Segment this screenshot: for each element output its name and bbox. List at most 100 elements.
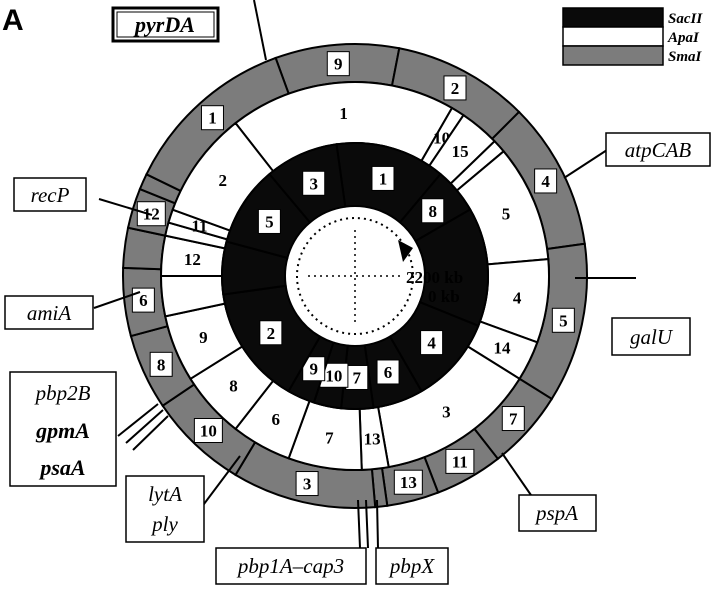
gene-label-ply: ply <box>150 512 178 536</box>
apaI-segment-label-13: 13 <box>364 430 381 449</box>
gene-tick-atpCAB <box>563 149 608 179</box>
sacII-label-box-6 <box>376 359 400 385</box>
legend: SacII ApaI SmaI <box>562 7 703 66</box>
gene-label-pyrDA: pyrDA <box>133 12 195 37</box>
gene-tick-pyrDA <box>253 0 267 61</box>
smaI-label-box-8 <box>149 351 173 377</box>
sacII-segment-label-6: 6 <box>384 363 393 382</box>
gene-label-gpmA: gpmA <box>35 418 90 443</box>
gene-label-recP: recP <box>31 183 70 207</box>
gene-box-pspA <box>518 494 597 532</box>
apaI-segment-label-15: 15 <box>452 142 469 161</box>
gene-tick-recP <box>98 198 153 216</box>
gene-tick-pspA <box>501 452 534 499</box>
legend-swatch-sacII <box>562 7 664 28</box>
gene-label-pbp2B: pbp2B <box>34 381 91 405</box>
apaI-segment-label-8: 8 <box>229 376 238 395</box>
smaI-label-box-10 <box>193 418 223 444</box>
sacII-segment-label-3: 3 <box>309 174 318 193</box>
smaI-segment-label-5: 5 <box>559 311 568 330</box>
smaI-label-box-9 <box>326 51 350 77</box>
smaI-segment-label-8: 8 <box>157 355 166 374</box>
smaI-segment-label-10: 10 <box>200 422 217 441</box>
gene-box-amiA <box>4 295 94 330</box>
smaI-segment-label-1: 1 <box>208 109 217 128</box>
gene-box-pbp2B-gpmA-psaA <box>9 371 117 487</box>
center-dotted-circle <box>296 217 414 335</box>
gene-tick-amiA <box>93 291 141 309</box>
smaI-label-box-12 <box>136 201 166 227</box>
sacII-segment-label-7: 7 <box>353 368 362 387</box>
gene-box-pbp1A-cap3 <box>215 547 367 585</box>
gene-tick-cap3 <box>365 499 369 549</box>
sacII-segment-label-8: 8 <box>429 202 438 221</box>
sacII-segment-label-2: 2 <box>267 324 276 343</box>
smaI-segment-label-3: 3 <box>303 475 312 494</box>
gene-tick-psaA <box>132 415 169 451</box>
smaI-segment-label-11: 11 <box>452 452 468 471</box>
gene-label-psaA: psaA <box>38 455 85 480</box>
smaI-label-box-7 <box>501 406 525 432</box>
apaI-segment-label-12: 12 <box>184 250 201 269</box>
sacII-label-box-9 <box>302 356 326 382</box>
legend-swatch-smaI <box>562 45 664 66</box>
smaI-segment-label-4: 4 <box>541 172 550 191</box>
gene-box-pyrDA <box>111 6 220 43</box>
apaI-segment-label-3: 3 <box>442 403 451 422</box>
sacII-label-box-5 <box>257 208 281 234</box>
apaI-segment-label-5: 5 <box>502 204 511 223</box>
sacII-segment-label-1: 1 <box>379 169 388 188</box>
sacII-segment-label-4: 4 <box>427 334 436 353</box>
gene-label-pbpX: pbpX <box>388 554 436 578</box>
direction-arrow-icon <box>398 240 413 262</box>
gene-tick-pbp1A <box>357 499 361 549</box>
gene-box-atpCAB <box>605 132 711 167</box>
smaI-label-box-5 <box>551 307 575 333</box>
gene-box-recP <box>13 177 87 212</box>
gene-tick-pbp2B <box>117 403 159 437</box>
sacII-label-box-1 <box>371 165 395 191</box>
gene-tick-lytA <box>197 455 241 513</box>
sacII-label-box-3 <box>302 170 326 196</box>
smaI-label-box-13 <box>393 469 423 495</box>
legend-label-apaI: ApaI <box>667 30 700 46</box>
apaI-segment-label-7: 7 <box>325 428 334 447</box>
gene-box-galU <box>611 317 691 356</box>
smaI-label-box-6 <box>131 287 155 313</box>
center-axis: 2200 kb 0 kb <box>296 217 463 335</box>
sacII-label-box-2 <box>259 320 283 346</box>
gene-label-lytA: lytA <box>148 482 182 506</box>
gene-callouts: pyrDA atpCAB recP amiA galU pbp2B gpmA p… <box>4 0 711 585</box>
legend-label-smaI: SmaI <box>668 49 703 65</box>
legend-label-sacII: SacII <box>668 11 703 27</box>
gene-box-pyrDA-inner <box>116 11 215 38</box>
gene-tick-pbpX <box>376 499 379 549</box>
gene-box-pbpX <box>375 547 449 585</box>
smaI-segment-label-7: 7 <box>509 410 518 429</box>
apaI-segment-label-9: 9 <box>199 328 208 347</box>
smaI-label-box-3 <box>295 471 319 497</box>
smaI-label-box-11 <box>445 448 475 474</box>
sacII-label-box-4 <box>420 330 444 356</box>
apaI-segment-label-6: 6 <box>271 410 280 429</box>
gene-tick-gpmA <box>125 409 164 444</box>
smaI-label-box-2 <box>443 75 467 101</box>
gene-box-lytA-ply <box>125 475 205 543</box>
smaI-segment-label-9: 9 <box>334 55 343 74</box>
apaI-segment-label-4: 4 <box>513 288 522 307</box>
gene-label-galU: galU <box>630 325 674 349</box>
legend-swatch-apaI <box>562 26 664 47</box>
apaI-segment-label-1: 1 <box>339 104 348 123</box>
center-label-top: 2200 kb <box>406 268 463 287</box>
gene-label-atpCAB: atpCAB <box>625 138 692 162</box>
gene-label-amiA: amiA <box>27 301 72 325</box>
smaI-label-box-1 <box>200 105 224 131</box>
smaI-segment-label-13: 13 <box>400 473 417 492</box>
panel-label: A <box>2 4 24 37</box>
apaI-segment-label-14: 14 <box>493 339 511 358</box>
gene-label-pbp1A-cap3: pbp1A–cap3 <box>236 554 344 578</box>
